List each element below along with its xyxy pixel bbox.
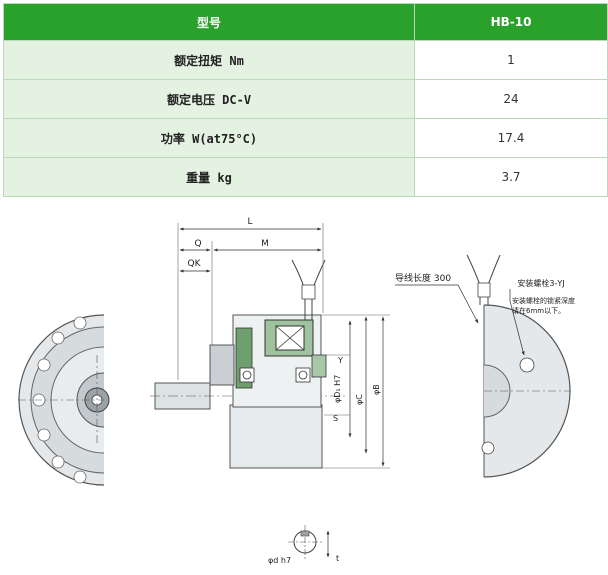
row-label-torque: 额定扭矩 Nm: [3, 40, 415, 80]
dim-d-label: φd h7: [268, 556, 291, 565]
dim-Q-label: Q: [194, 239, 201, 249]
left-end-view: [0, 314, 110, 486]
dim-C-label: φC: [355, 394, 364, 405]
table-row: 功率 W(at75°C) 17.4: [3, 118, 608, 158]
spec-table: 型号 HB-10 额定扭矩 Nm 1 额定电压 DC-V 24 功率 W(at7…: [3, 3, 608, 197]
dim-D1-label: φD₁ H7: [333, 375, 342, 403]
shaft-detail-view: t φd h7: [268, 525, 339, 565]
dim-S-label: S: [333, 414, 338, 423]
dim-M-label: M: [261, 239, 269, 249]
mount-note-line1: 安装螺栓的锁紧深度: [512, 296, 575, 305]
table-row: 额定电压 DC-V 24: [3, 79, 608, 119]
row-value-power: 17.4: [414, 118, 608, 158]
dim-t-label: t: [336, 554, 339, 563]
row-label-voltage: 额定电压 DC-V: [3, 79, 415, 119]
dim-QK-label: QK: [188, 259, 202, 269]
row-label-power: 功率 W(at75°C): [3, 118, 415, 158]
dim-B-label: φB: [372, 384, 381, 395]
right-end-view: 导线长度 300 安装螺栓3-YJ 安装螺栓的锁紧深度 请在6mm以下。: [395, 254, 575, 478]
center-section-view: L Q M QK Y S φD₁ H7 φC φB: [150, 217, 390, 469]
mount-note-line2: 请在6mm以下。: [512, 306, 565, 315]
spec-header-row: 型号 HB-10: [3, 3, 608, 41]
model-value-header: HB-10: [414, 3, 608, 41]
row-value-torque: 1: [414, 40, 608, 80]
lead-length-label: 导线长度 300: [395, 272, 451, 284]
technical-drawing: L Q M QK Y S φD₁ H7 φC φB 导线长: [0, 217, 575, 565]
table-row: 额定扭矩 Nm 1: [3, 40, 608, 80]
table-row: 重量 kg 3.7: [3, 157, 608, 197]
row-value-weight: 3.7: [414, 157, 608, 197]
model-label-header: 型号: [3, 3, 415, 41]
dim-L-label: L: [247, 217, 252, 227]
row-label-weight: 重量 kg: [3, 157, 415, 197]
dim-Y-label: Y: [337, 356, 343, 365]
row-value-voltage: 24: [414, 79, 608, 119]
mount-bolt-label: 安装螺栓3-YJ: [517, 278, 564, 288]
